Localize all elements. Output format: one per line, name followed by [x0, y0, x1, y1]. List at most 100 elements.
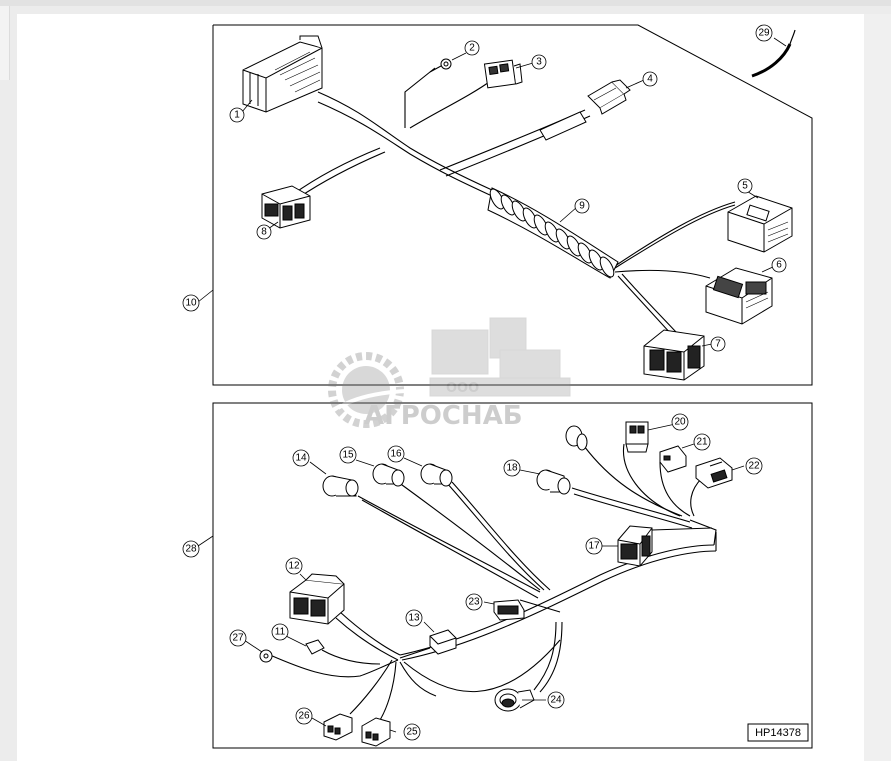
callout-21: 21: [693, 433, 711, 451]
upper-harness-panel: [197, 24, 813, 386]
callout-25: 25: [403, 723, 421, 741]
callout-13: 13: [405, 609, 423, 627]
callout-17: 17: [585, 537, 603, 555]
sensor-18: [536, 469, 571, 495]
figure-code-box: HP14378: [747, 723, 809, 742]
tie-strap-29: [751, 29, 796, 78]
watermark-harvester-icon: [429, 317, 571, 397]
svg-text:23: 23: [468, 597, 480, 608]
callout-2: 2: [464, 40, 480, 56]
svg-text:6: 6: [776, 260, 782, 271]
connector-1: [242, 35, 323, 113]
figure-code: HP14378: [755, 727, 801, 739]
connector-13: [429, 629, 457, 655]
callout-9: 9: [574, 198, 590, 214]
callout-20: 20: [671, 413, 689, 431]
connector-25: [361, 717, 391, 747]
callout-12: 12: [285, 557, 303, 575]
svg-text:2: 2: [469, 43, 475, 54]
callout-26: 26: [295, 707, 313, 725]
connector-26: [323, 713, 353, 741]
callout-3: 3: [531, 54, 547, 70]
connector-22: [695, 457, 733, 489]
callout-4: 4: [642, 71, 658, 87]
connector-12: [289, 573, 345, 625]
callout-7: 7: [710, 336, 726, 352]
callout-22: 22: [745, 457, 763, 475]
svg-text:18: 18: [506, 463, 518, 474]
connector-6: [705, 267, 773, 325]
callout-10: 10: [182, 294, 200, 312]
callout-8: 8: [256, 224, 272, 240]
svg-text:4: 4: [647, 74, 653, 85]
callout-15: 15: [339, 446, 357, 464]
connector-5: [727, 195, 793, 253]
callout-6: 6: [771, 257, 787, 273]
corrugated-tube-9: [487, 187, 619, 279]
svg-text:1: 1: [234, 110, 240, 121]
connector-23: [493, 599, 525, 621]
sensor-16: [420, 463, 453, 487]
connector-20: [625, 421, 649, 453]
callout-14: 14: [292, 449, 310, 467]
svg-text:12: 12: [288, 561, 300, 572]
svg-text:28: 28: [185, 544, 197, 555]
watermark-company-form: ООО: [446, 381, 479, 396]
svg-text:15: 15: [342, 450, 354, 461]
sensor-14: [322, 475, 359, 497]
svg-text:5: 5: [742, 181, 748, 192]
connector-3: [483, 59, 523, 89]
connector-4: [587, 79, 631, 115]
connector-8: [261, 185, 311, 229]
svg-text:14: 14: [295, 453, 307, 464]
svg-text:9: 9: [579, 201, 585, 212]
left-side-panel: [0, 6, 10, 80]
lower-panel-frame: [212, 402, 813, 749]
callouts: 1 2 3 4 5 6 7 8 9 10 11 12 13 14 15 16 1…: [182, 24, 787, 741]
svg-text:27: 27: [232, 633, 244, 644]
sensor-15: [372, 463, 405, 487]
callout-23: 23: [465, 593, 483, 611]
svg-text:20: 20: [674, 417, 686, 428]
callout-5: 5: [737, 178, 753, 194]
grommet-24: [494, 688, 535, 712]
svg-text:17: 17: [588, 541, 600, 552]
connector-7: [643, 329, 705, 381]
callout-28: 28: [182, 540, 200, 558]
svg-text:8: 8: [261, 227, 267, 238]
svg-text:24: 24: [550, 695, 562, 706]
svg-text:7: 7: [715, 339, 721, 350]
svg-text:10: 10: [185, 298, 197, 309]
svg-text:16: 16: [390, 449, 402, 460]
connector-11: [305, 639, 325, 655]
lower-leaders: [197, 422, 745, 733]
callout-16: 16: [387, 445, 405, 463]
callout-27: 27: [229, 629, 247, 647]
svg-text:25: 25: [406, 727, 418, 738]
svg-text:13: 13: [408, 613, 420, 624]
callout-18: 18: [503, 459, 521, 477]
ring-terminal-2: [429, 58, 452, 73]
lower-harness-panel: [197, 402, 813, 749]
upper-wires: [291, 67, 736, 336]
top-strip: [0, 0, 891, 6]
svg-text:3: 3: [536, 57, 542, 68]
watermark-gear-icon: [328, 352, 404, 428]
connector-21: [659, 445, 687, 473]
watermark-company-name: АГРОСНАБ: [364, 401, 523, 431]
lower-wires: [269, 443, 717, 721]
svg-text:21: 21: [696, 437, 708, 448]
svg-text:22: 22: [748, 461, 760, 472]
upper-panel-frame: [212, 24, 813, 386]
agrosnab-watermark: ООО АГРОСНАБ: [328, 317, 571, 431]
callout-24: 24: [547, 691, 565, 709]
svg-text:29: 29: [758, 28, 770, 39]
sheet-margin: [864, 14, 891, 761]
connector-17: [617, 525, 653, 567]
svg-text:11: 11: [275, 627, 286, 638]
callout-1: 1: [229, 107, 245, 123]
callout-11: 11: [271, 623, 289, 641]
ring-terminal-27: [259, 649, 273, 663]
sensor-unlabeled: [565, 425, 588, 451]
